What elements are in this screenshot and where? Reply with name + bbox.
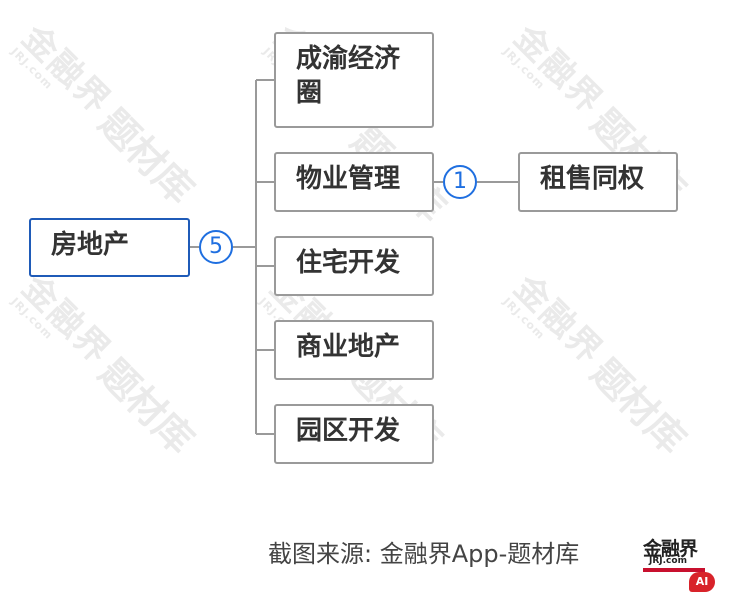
- node-label: 商业地产: [296, 332, 401, 362]
- logo-sub: JRJ.com: [649, 556, 687, 566]
- mindmap-node-industrial-park[interactable]: 园区开发: [274, 404, 434, 464]
- mindmap-root-node[interactable]: 房地产: [29, 218, 190, 277]
- node-label: 物业管理: [296, 164, 401, 194]
- mindmap-node-rent-sale-rights[interactable]: 租售同权: [518, 152, 678, 212]
- logo-brand: 金融界: [643, 538, 698, 560]
- node-label: 住宅开发: [296, 248, 401, 278]
- mindmap-node-commercial[interactable]: 商业地产: [274, 320, 434, 380]
- collapse-count-badge[interactable]: 5: [199, 230, 233, 264]
- jrj-logo: 金融界 JRJ.com AI: [643, 534, 719, 594]
- collapse-count-badge[interactable]: 1: [443, 165, 477, 199]
- node-label: 房地产: [51, 230, 130, 260]
- source-caption: 截图来源: 金融界App-题材库: [268, 540, 580, 568]
- logo-underline: [643, 568, 705, 572]
- node-label: 园区开发: [296, 416, 401, 446]
- mindmap-node-chengyu[interactable]: 成渝经济圈: [274, 32, 434, 128]
- node-label: 租售同权: [540, 164, 645, 194]
- mindmap-node-property-management[interactable]: 物业管理: [274, 152, 434, 212]
- mindmap-node-residential[interactable]: 住宅开发: [274, 236, 434, 296]
- node-label: 成渝经济圈: [296, 44, 401, 108]
- ai-badge-icon: AI: [689, 572, 715, 592]
